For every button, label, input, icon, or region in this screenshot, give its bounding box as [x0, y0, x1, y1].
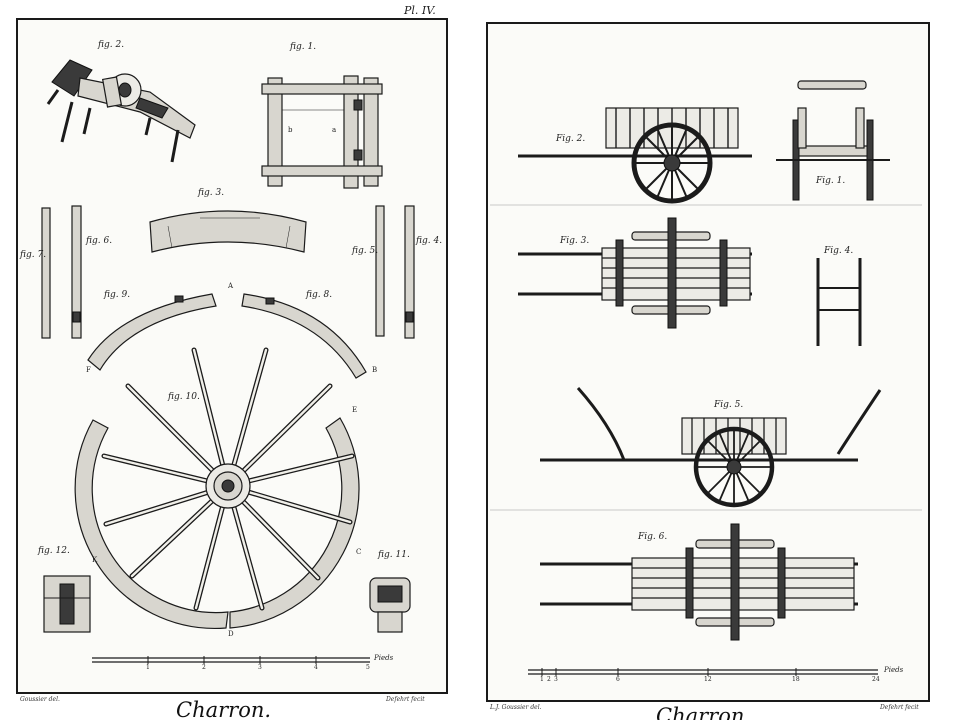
right-tick-18: 18	[792, 676, 800, 683]
fig-12-label: fig. 12.	[38, 546, 70, 556]
fig-11-label: fig. 11.	[378, 550, 410, 560]
left-tick-3: 3	[258, 664, 262, 671]
right-tick-2: 2	[547, 676, 551, 683]
axle-frame-illustration	[816, 258, 862, 346]
left-tick-2: 2	[202, 664, 206, 671]
spoke-blanks-illustration	[41, 205, 415, 339]
left-credit-engraver: Defehrt fecit	[386, 696, 425, 703]
right-tick-6: 6	[616, 676, 620, 683]
fig-1-cart-label: Fig. 1.	[816, 176, 846, 186]
left-plate-title: Charron.	[176, 698, 272, 722]
cart-side-view-illustration	[518, 107, 752, 204]
fig-10-label: fig. 10.	[168, 392, 200, 402]
fig-4-cart-label: Fig. 4.	[824, 246, 854, 256]
fig-1-label: fig. 1.	[290, 42, 317, 52]
letter-e: E	[352, 406, 358, 414]
right-scale-bar	[528, 668, 878, 676]
felloe-section-illustration	[149, 210, 307, 253]
fig-5-label: fig. 5.	[352, 246, 379, 256]
right-tick-3: 3	[554, 676, 558, 683]
ground-lines	[490, 204, 922, 511]
right-credit-engraver: Defehrt fecit	[880, 704, 919, 711]
fig-8-label: fig. 8.	[306, 290, 333, 300]
letter-b-upper: B	[372, 366, 378, 374]
letter-a-upper: A	[228, 282, 234, 290]
right-tick-1: 1	[540, 676, 544, 683]
cart-front-view-illustration	[776, 80, 890, 201]
left-credit-draftsman: Goussier del.	[20, 696, 60, 703]
cart-tipped-view-illustration	[540, 387, 882, 508]
fig-5-cart-label: Fig. 5.	[714, 400, 744, 410]
right-credit-draftsman: L.J. Goussier del.	[490, 704, 542, 711]
letter-k: K	[92, 556, 98, 564]
right-tick-12: 12	[704, 676, 712, 683]
letter-c: C	[356, 548, 362, 556]
fig-6-label: fig. 6.	[86, 236, 113, 246]
hub-illustration	[369, 577, 411, 633]
letter-b-lower: b	[288, 126, 293, 134]
hub-section-illustration	[43, 575, 91, 633]
left-tick-5: 5	[366, 664, 370, 671]
plate-number: Pl. IV.	[404, 4, 436, 17]
right-scale-label: Pieds	[884, 666, 904, 674]
cart-top-view-illustration	[518, 217, 752, 329]
right-tick-24: 24	[872, 676, 880, 683]
fig-3-label: fig. 3.	[198, 188, 225, 198]
fig-2-cart-label: Fig. 2.	[556, 134, 586, 144]
left-tick-4: 4	[314, 664, 318, 671]
fig-6-cart-label: Fig. 6.	[638, 532, 668, 542]
hub-bench-illustration	[46, 59, 196, 163]
letter-d: D	[228, 630, 234, 638]
letter-f: F	[86, 366, 91, 374]
left-scale-bar	[92, 656, 370, 664]
frame-illustration	[261, 75, 383, 189]
felloe-arcs-illustration	[87, 293, 367, 379]
wheel-illustration	[74, 347, 360, 630]
cart-tipped-top-view-illustration	[540, 523, 858, 641]
fig-2-label: fig. 2.	[98, 40, 125, 50]
fig-7-label: fig. 7.	[20, 250, 47, 260]
right-plate-title: Charron.	[656, 704, 752, 720]
fig-9-label: fig. 9.	[104, 290, 131, 300]
letter-a-lower: a	[332, 126, 337, 134]
fig-4-label: fig. 4.	[416, 236, 443, 246]
fig-3-cart-label: Fig. 3.	[560, 236, 590, 246]
left-scale-label: Pieds	[374, 654, 394, 662]
left-tick-1: 1	[146, 664, 150, 671]
